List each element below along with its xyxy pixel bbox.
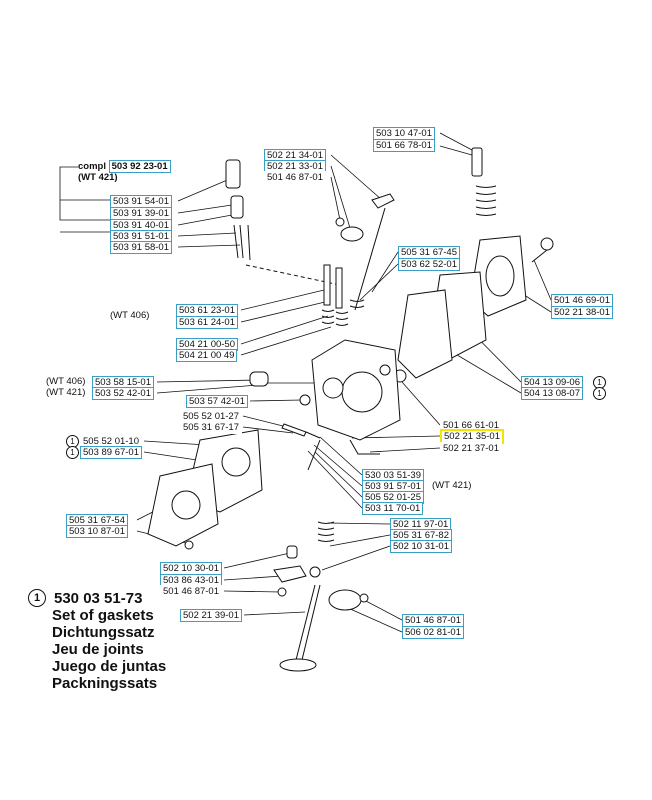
part-number-503-92-23-01[interactable]: 503 92 23-01 [108, 160, 171, 173]
part-number-502-10-31-01[interactable]: 502 10 31-01 [390, 540, 452, 553]
gasket-set-marker: 1 [593, 376, 606, 389]
part-number-501-46-87-01[interactable]: 501 46 87-01 [264, 171, 326, 184]
gasket-set-part-number[interactable]: 530 03 51-73 [54, 589, 143, 607]
part-number-503-52-42-01[interactable]: 503 52 42-01 [92, 387, 154, 400]
part-number-503-11-70-01[interactable]: 503 11 70-01 [362, 502, 424, 515]
part-number-503-57-42-01[interactable]: 503 57 42-01 [186, 395, 248, 408]
part-number-504-13-08-07[interactable]: 504 13 08-07 [521, 387, 583, 400]
gasket-set-name-en: Set of gaskets [52, 607, 154, 624]
part-number-505-31-67-17[interactable]: 505 31 67-17 [180, 421, 242, 434]
part-number-504-21-00-49[interactable]: 504 21 00 49 [176, 349, 238, 362]
part-number-503-91-58-01[interactable]: 503 91 58-01 [110, 241, 172, 254]
gasket-set-marker: 1 [593, 387, 606, 400]
gasket-set-name-fr: Jeu de joints [52, 641, 144, 658]
complete-assembly-label: compl 503 92 23-01 [78, 160, 171, 173]
part-number-503-89-67-01[interactable]: 503 89 67-01 [80, 446, 142, 459]
gasket-set-name-de: Dichtungssatz [52, 624, 155, 641]
model-note-wt406: (WT 406) [110, 310, 150, 321]
part-number-503-62-52-01[interactable]: 503 62 52-01 [398, 258, 460, 271]
part-number-503-10-87-01[interactable]: 503 10 87-01 [66, 525, 128, 538]
gasket-set-name-sv: Packningssats [52, 675, 158, 692]
part-number-505-52-01-27[interactable]: 505 52 01-27 [180, 410, 242, 423]
part-number-502-21-37-01[interactable]: 502 21 37-01 [440, 442, 502, 455]
part-number-506-02-81-01[interactable]: 506 02 81-01 [402, 626, 464, 639]
part-number-502-21-38-01[interactable]: 502 21 38-01 [551, 306, 613, 319]
compl-model-note: (WT 421) [78, 172, 118, 183]
gasket-set-symbol: 1 [28, 589, 46, 607]
part-number-502-21-39-01[interactable]: 502 21 39-01 [180, 609, 242, 622]
part-number-501-46-87-01[interactable]: 501 46 87-01 [160, 585, 222, 598]
part-number-501-66-61-01[interactable]: 501 66 61-01 [440, 419, 502, 432]
gasket-set-marker: 1 [66, 446, 79, 459]
compl-prefix: compl [78, 161, 106, 172]
model-note-wt421: (WT 421) [432, 480, 472, 491]
part-number-501-66-78-01[interactable]: 501 66 78-01 [373, 139, 435, 152]
model-note-wt421: (WT 421) [46, 387, 86, 398]
part-number-505-52-01-10[interactable]: 505 52 01-10 [80, 435, 142, 448]
part-number-503-61-24-01[interactable]: 503 61 24-01 [176, 316, 238, 329]
gasket-set-marker: 1 [66, 435, 79, 448]
gasket-set-legend: 1 530 03 51-73 Set of gaskets Dichtungss… [28, 589, 166, 692]
gasket-set-name-es: Juego de juntas [52, 658, 167, 675]
model-note-wt406: (WT 406) [46, 376, 86, 387]
